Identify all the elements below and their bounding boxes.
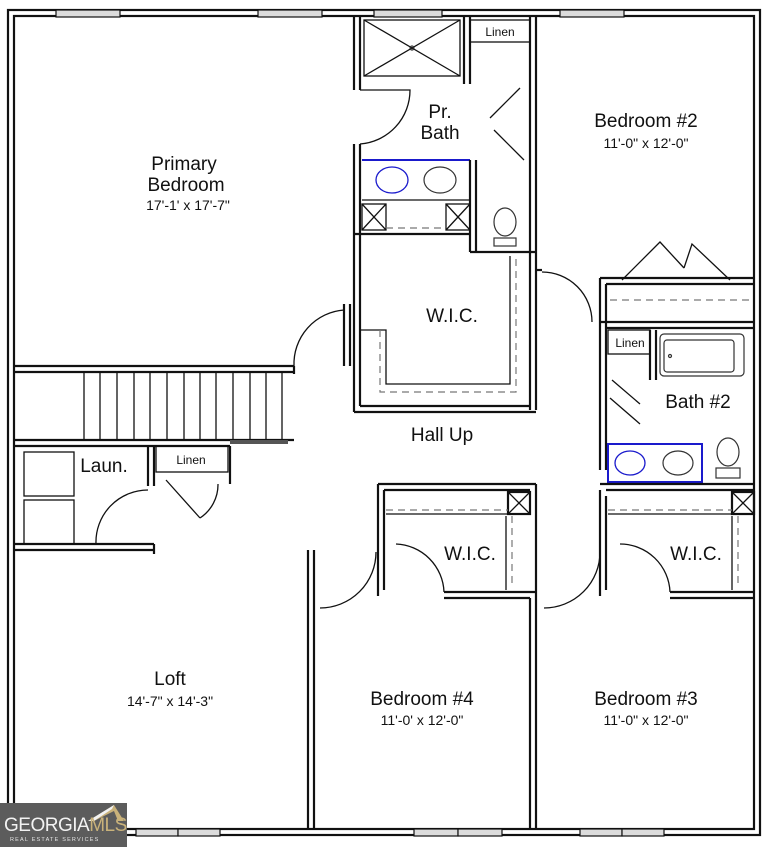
bedroom-4-label: Bedroom #4 bbox=[370, 689, 474, 710]
primary-bath-door bbox=[359, 89, 411, 145]
loft-label: Loft bbox=[154, 669, 186, 690]
primary-bedroom-label: Primary bbox=[151, 154, 217, 175]
sink-icon bbox=[662, 450, 694, 476]
bedroom-2-dimensions: 11'-0" x 12'-0" bbox=[603, 135, 688, 151]
linen-closet bbox=[155, 445, 229, 473]
logo-tagline: REAL ESTATE SERVICES bbox=[10, 837, 100, 843]
primary-linen-label: Linen bbox=[485, 25, 514, 39]
hall-linen-label: Linen bbox=[176, 453, 205, 467]
staircase bbox=[14, 372, 294, 448]
primary-bath-label-2: Bath bbox=[420, 123, 459, 144]
bedroom-3 bbox=[543, 490, 756, 609]
washer bbox=[23, 451, 75, 497]
bedroom-4-dimensions: 11'-0' x 12'-0" bbox=[381, 712, 464, 728]
logo-wordmark: GEORGIAMLS bbox=[4, 815, 127, 837]
primary-bedroom-door bbox=[293, 309, 345, 367]
roof-icon bbox=[88, 805, 124, 821]
primary-wic bbox=[352, 252, 536, 414]
bedroom-4 bbox=[306, 482, 538, 829]
primary-bath bbox=[354, 16, 538, 410]
bedroom-3-dimensions: 11'-0" x 12'-0" bbox=[603, 712, 688, 728]
primary-wic-label: W.I.C. bbox=[426, 306, 478, 327]
primary-bedroom-dimensions: 17'-1' x 17'-7" bbox=[146, 197, 230, 213]
shower bbox=[363, 19, 461, 77]
laundry bbox=[14, 445, 232, 554]
sink-icon bbox=[375, 166, 409, 194]
dryer bbox=[23, 499, 75, 545]
georgia-mls-logo: GEORGIAMLS REAL ESTATE SERVICES bbox=[0, 803, 127, 847]
loft-dimensions: 14'-7" x 14'-3" bbox=[127, 693, 213, 709]
windows-top bbox=[55, 9, 625, 18]
toilet-icon bbox=[716, 437, 740, 467]
bathtub-icon bbox=[659, 333, 745, 377]
bedroom-3-wic-label: W.I.C. bbox=[670, 544, 722, 565]
room-labels: Primary Bedroom 17'-1' x 17'-7" Pr. Bath… bbox=[80, 25, 731, 728]
sink-icon bbox=[614, 450, 646, 476]
sink-icon bbox=[423, 166, 457, 194]
bath-2 bbox=[600, 329, 754, 492]
bedroom-3-label: Bedroom #3 bbox=[594, 689, 698, 710]
bedroom-4-wic-label: W.I.C. bbox=[444, 544, 496, 565]
toilet-icon bbox=[493, 207, 517, 237]
windows-bottom bbox=[135, 828, 665, 837]
primary-bath-label: Pr. bbox=[428, 102, 451, 123]
laundry-label: Laun. bbox=[80, 456, 128, 477]
primary-bedroom-label-2: Bedroom bbox=[147, 175, 224, 196]
bath-2-linen-label: Linen bbox=[615, 336, 644, 350]
logo-brand-accent: MLS bbox=[89, 815, 127, 836]
logo-brand-main: GEORGIA bbox=[4, 815, 90, 836]
hall-label: Hall Up bbox=[411, 425, 473, 446]
bath-2-label: Bath #2 bbox=[665, 392, 731, 413]
bedroom-2 bbox=[536, 241, 754, 470]
bedroom-2-label: Bedroom #2 bbox=[594, 111, 698, 132]
